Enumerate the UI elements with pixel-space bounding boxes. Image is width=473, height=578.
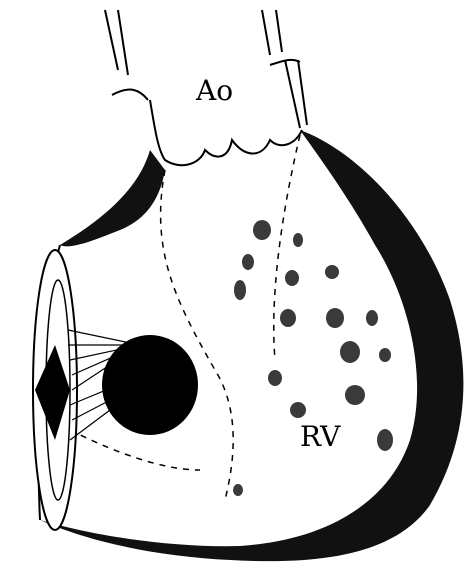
label-aorta: Ao [195, 74, 233, 107]
label-right-ventricle: RV [300, 420, 341, 453]
ventricular-septal-defect-icon [102, 335, 198, 435]
